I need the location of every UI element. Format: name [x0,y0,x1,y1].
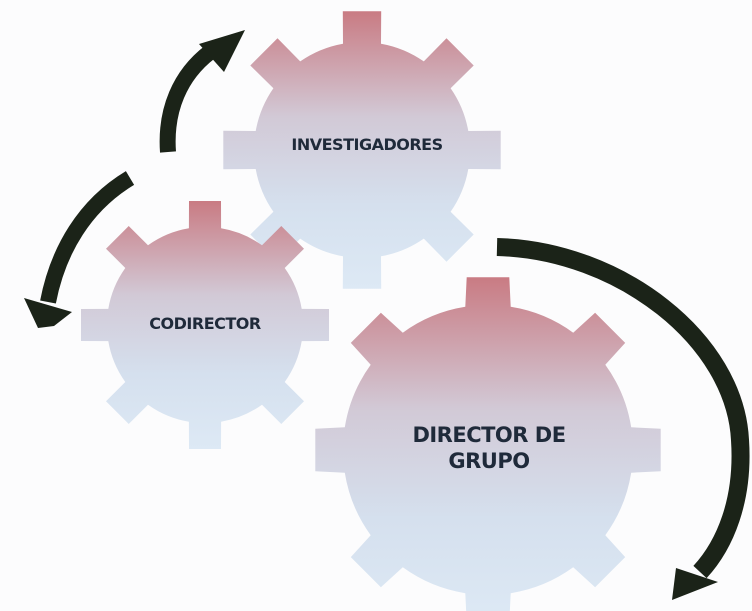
codirector-label: CODIRECTOR [149,314,261,333]
director-de-grupo-label-line1: DIRECTOR DE [412,423,565,447]
arrow-to-director-de-grupo [496,238,750,600]
investigadores-label: INVESTIGADORES [291,135,442,154]
investigadores-gear [223,11,501,289]
codirector-gear [81,201,329,449]
director-de-grupo-label-line2: GRUPO [448,449,529,473]
arrow-to-investigadores [159,30,245,153]
director-de-grupo-gear [315,277,661,611]
arrow-to-codirector [24,171,135,328]
